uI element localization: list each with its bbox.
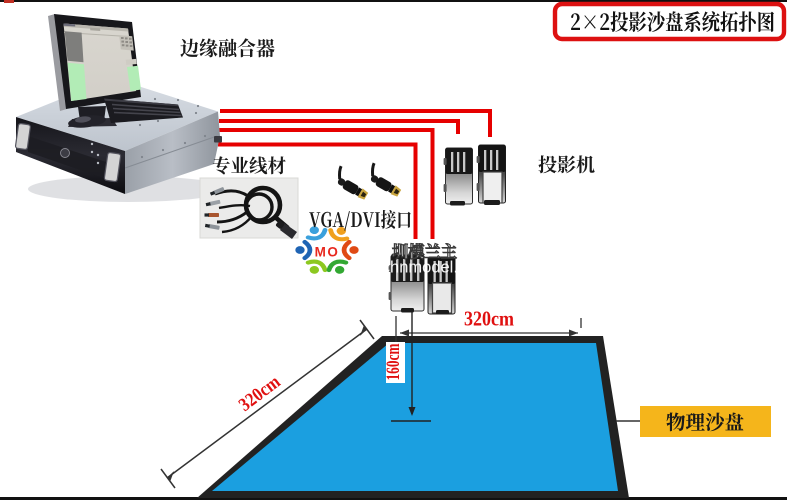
svg-text:chnmodel.c: chnmodel.c	[382, 259, 466, 277]
svg-text:320cm: 320cm	[464, 307, 514, 331]
svg-text:160cm: 160cm	[383, 343, 404, 380]
svg-text:MO: MO	[315, 245, 340, 260]
